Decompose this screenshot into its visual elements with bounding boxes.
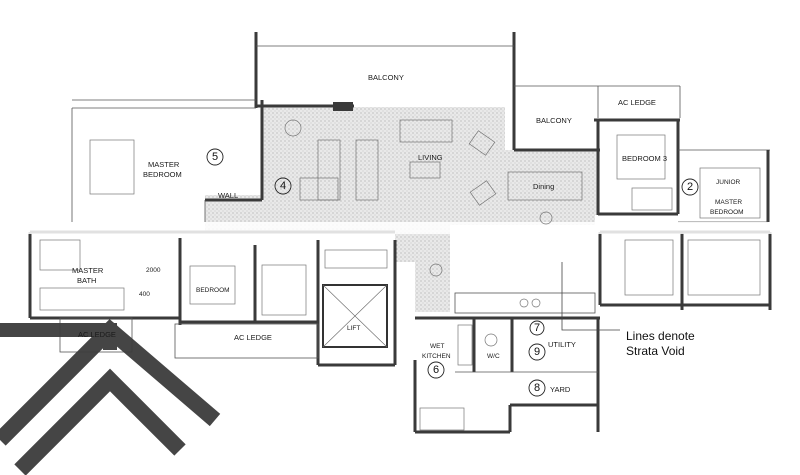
label-wc: W/C <box>487 353 500 360</box>
label-yard: YARD <box>550 385 571 394</box>
marker-8: 8 <box>534 382 540 394</box>
label-junior-master-2: MASTER <box>715 199 742 206</box>
room-markers: 5 4 2 6 7 9 8 <box>206 148 699 397</box>
label-wall: WALL <box>218 191 238 200</box>
dimension-400: 400 <box>139 291 150 298</box>
label-dining: Dining <box>533 182 554 191</box>
label-master-bath-2: BATH <box>77 276 96 285</box>
label-junior-master-3: BEDROOM <box>710 209 744 216</box>
label-balcony-main: BALCONY <box>368 73 404 82</box>
strata-void-note-line2: Strata Void <box>626 344 685 358</box>
marker-2: 2 <box>687 181 693 193</box>
label-wet-kitchen-2: KITCHEN <box>422 353 451 360</box>
label-balcony-side: BALCONY <box>536 116 572 125</box>
label-ac-ledge-left: AC LEDGE <box>78 330 116 339</box>
label-master-bedroom-1: MASTER <box>148 160 180 169</box>
label-wet-kitchen-1: WET <box>430 343 444 350</box>
label-bedroom-3: BEDROOM 3 <box>622 154 667 163</box>
strata-void-band <box>0 222 800 234</box>
strata-void-note-line1: Lines denote <box>626 329 695 343</box>
marker-7: 7 <box>534 322 540 334</box>
marker-5: 5 <box>212 151 218 163</box>
room-labels: BALCONY BALCONY AC LEDGE MASTER BEDROOM … <box>72 73 744 394</box>
label-living: LIVING <box>418 153 443 162</box>
watermark-logo <box>0 319 221 475</box>
label-ac-ledge-top: AC LEDGE <box>618 98 656 107</box>
marker-9: 9 <box>534 346 540 358</box>
label-master-bedroom-2: BEDROOM <box>143 170 182 179</box>
label-master-bath-1: MASTER <box>72 266 104 275</box>
marker-4: 4 <box>280 180 286 192</box>
label-lift: LIFT <box>347 325 360 332</box>
marker-6: 6 <box>433 364 439 376</box>
living-dining-floor <box>262 107 600 312</box>
dimension-2000: 2000 <box>146 267 161 274</box>
furniture <box>39 119 761 431</box>
label-utility: UTILITY <box>548 340 576 349</box>
label-junior-master-1: JUNIOR <box>716 179 741 186</box>
strata-void-lines <box>561 262 620 331</box>
label-ac-ledge-bottom: AC LEDGE <box>234 333 272 342</box>
label-bedroom-small: BEDROOM <box>196 287 230 294</box>
